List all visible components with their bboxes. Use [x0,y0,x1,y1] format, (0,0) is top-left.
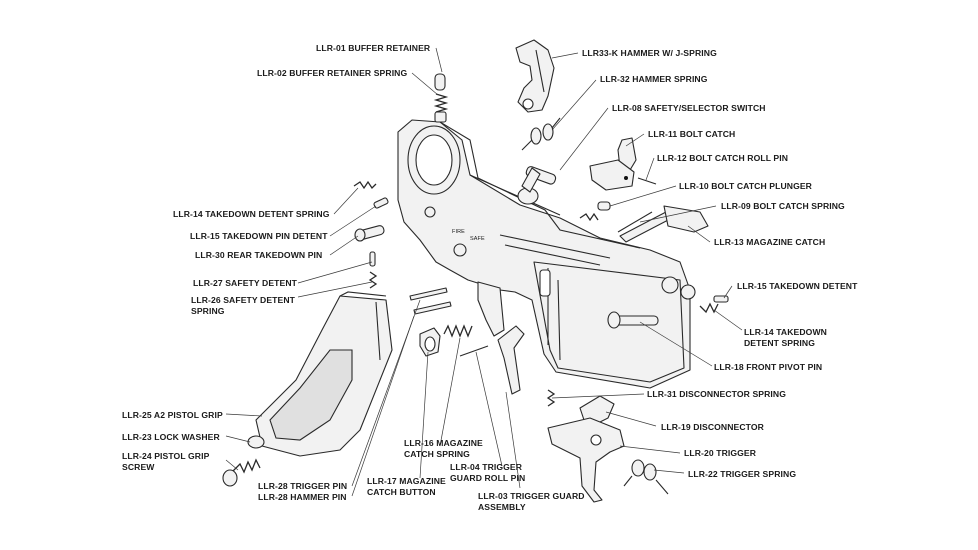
hammer-part [515,39,555,113]
label-safety-detent: LLR-27 SAFETY DETENT [193,278,298,288]
trigger-spring-part [623,459,669,495]
label-disconnector-spring: LLR-31 DISCONNECTOR SPRING [647,389,786,399]
label-rear-takedown-pin: LLR-30 REAR TAKEDOWN PIN [195,250,322,260]
label-takedown-detent-spring-right-2: DETENT SPRING [744,338,815,348]
label-trigger-guard-roll-pin-2: GUARD ROLL PIN [450,473,525,483]
label-magazine-catch-button-2: CATCH BUTTON [367,487,436,497]
label-trigger-guard-assembly-1: LLR-03 TRIGGER GUARD [478,491,585,501]
disconnector-spring-part [546,389,556,407]
front-pivot-pin-part [607,311,659,329]
safety-detent-part [369,251,376,267]
bolt-catch-plunger-part [579,201,611,222]
lock-washer-part [247,435,265,449]
label-hammer-pin: LLR-28 HAMMER PIN [258,492,347,502]
buffer-retainer-base [434,111,447,123]
lower-receiver: FIRE SAFE [397,119,696,389]
magazine-catch-button-part [419,327,441,357]
takedown-pin-detent-part [373,197,389,209]
callout-labels: LLR-01 BUFFER RETAINER LLR-02 BUFFER RET… [122,43,858,512]
pistol-grip-part [255,291,393,457]
label-pistol-grip-screw-2: SCREW [122,462,155,472]
label-buffer-retainer: LLR-01 BUFFER RETAINER [316,43,431,53]
leader-lines [225,47,743,497]
takedown-detent-spring-right-part [699,302,719,314]
label-magazine-catch: LLR-13 MAGAZINE CATCH [714,237,825,247]
label-takedown-detent-right: LLR-15 TAKEDOWN DETENT [737,281,858,291]
magazine-catch-part [619,205,709,243]
label-hammer: LLR33-K HAMMER W/ J-SPRING [582,48,717,58]
hammer-pin-part [413,301,452,315]
label-bolt-catch-plunger: LLR-10 BOLT CATCH PLUNGER [679,181,813,191]
label-safety-selector: LLR-08 SAFETY/SELECTOR SWITCH [612,103,766,113]
rear-takedown-pin-part [354,225,385,242]
buffer-retainer-part [434,73,446,91]
label-trigger-guard-assembly-2: ASSEMBLY [478,502,526,512]
receiver-safe-marking: SAFE [470,236,485,242]
label-safety-detent-spring-2: SPRING [191,306,225,316]
bolt-catch-spring-part [617,211,653,233]
trigger-guard-roll-pin-part [459,345,489,357]
label-lock-washer: LLR-23 LOCK WASHER [122,432,220,442]
pistol-grip-screw-part [222,458,261,487]
label-safety-detent-spring-1: LLR-26 SAFETY DETENT [191,295,296,305]
label-pistol-grip: LLR-25 A2 PISTOL GRIP [122,410,223,420]
label-bolt-catch-roll-pin: LLR-12 BOLT CATCH ROLL PIN [657,153,788,163]
buffer-retainer-spring-part [433,93,449,113]
label-takedown-detent-spring-left: LLR-14 TAKEDOWN DETENT SPRING [173,209,330,219]
bolt-catch-part [589,137,637,191]
label-bolt-catch-spring: LLR-09 BOLT CATCH SPRING [721,201,845,211]
label-magazine-catch-button-1: LLR-17 MAGAZINE [367,476,446,486]
trigger-part [547,417,625,503]
label-trigger-pin: LLR-28 TRIGGER PIN [258,481,347,491]
label-takedown-detent-spring-right-1: LLR-14 TAKEDOWN [744,327,827,337]
safety-detent-spring-part [368,271,378,289]
label-magazine-catch-spring-1: LLR-16 MAGAZINE [404,438,483,448]
label-trigger: LLR-20 TRIGGER [684,448,757,458]
takedown-detent-spring-left-part [353,180,377,190]
label-pistol-grip-screw-1: LLR-24 PISTOL GRIP [122,451,210,461]
takedown-detent-right-part [713,295,729,303]
hammer-spring-part [521,117,561,151]
label-takedown-pin-detent: LLR-15 TAKEDOWN PIN DETENT [190,231,328,241]
safety-selector-part [517,166,557,205]
label-bolt-catch: LLR-11 BOLT CATCH [648,129,735,139]
label-magazine-catch-spring-2: CATCH SPRING [404,449,470,459]
bolt-catch-roll-pin-part [637,177,657,185]
trigger-guard-assembly-part [497,325,525,395]
magazine-catch-spring-part [443,324,473,338]
label-disconnector: LLR-19 DISCONNECTOR [661,422,765,432]
label-front-pivot-pin: LLR-18 FRONT PIVOT PIN [714,362,822,372]
trigger-pin-part [409,287,448,301]
label-trigger-guard-roll-pin-1: LLR-04 TRIGGER [450,462,523,472]
bolt-catch-pin-hole [624,176,628,180]
label-trigger-spring: LLR-22 TRIGGER SPRING [688,469,796,479]
label-hammer-spring: LLR-32 HAMMER SPRING [600,74,708,84]
receiver-fire-marking: FIRE [452,229,465,235]
label-buffer-retainer-spring: LLR-02 BUFFER RETAINER SPRING [257,68,407,78]
